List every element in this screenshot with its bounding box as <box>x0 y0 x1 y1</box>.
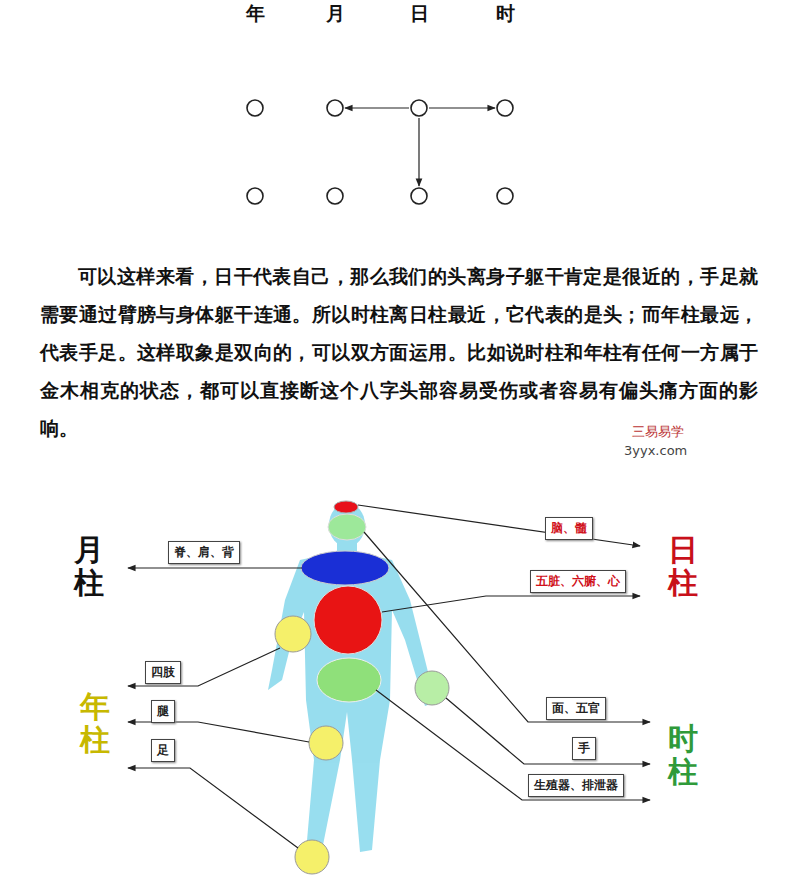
pillar-arrow <box>418 118 419 186</box>
circle-outline <box>326 187 344 205</box>
pillar-heading: 日 <box>410 1 429 27</box>
body-part-box: 面、五官 <box>546 697 606 720</box>
pillar-circle: 时 <box>496 99 514 117</box>
brain-mark <box>334 501 358 513</box>
face-mark <box>328 514 366 540</box>
pillar-label: 日柱 <box>668 533 698 599</box>
body-part-box: 腿 <box>151 700 175 723</box>
pillar-circle: 月 <box>326 99 344 117</box>
organ-mark <box>314 586 382 654</box>
leg-mark <box>309 726 343 760</box>
back-mark <box>301 551 389 585</box>
circle-outline <box>246 99 264 117</box>
body-part-text: 脑、髓 <box>546 520 592 537</box>
circle-outline <box>496 99 514 117</box>
body-part-text: 脊、肩、背 <box>169 544 239 561</box>
body-part-text: 腿 <box>152 703 174 720</box>
body-part-text: 手 <box>573 740 595 757</box>
pillar-heading: 年 <box>246 1 265 27</box>
body-part-box: 四肢 <box>145 661 181 684</box>
pillar-label: 年柱 <box>80 690 110 756</box>
pillar-circle <box>246 187 264 205</box>
pillar-label: 月柱 <box>74 533 104 599</box>
body-silhouette <box>268 503 442 852</box>
circle-outline <box>246 187 264 205</box>
pillar-circle: 日 <box>410 99 428 117</box>
body-part-text: 生殖器、排泄器 <box>529 777 623 794</box>
limb-mark <box>275 616 311 652</box>
circle-outline <box>496 187 514 205</box>
body-part-text: 面、五官 <box>547 700 605 717</box>
pillar-circle: 年 <box>246 99 264 117</box>
circle-outline <box>410 99 428 117</box>
body-part-box: 生殖器、排泄器 <box>528 774 624 797</box>
foot-mark <box>295 840 329 874</box>
pillar-label: 时柱 <box>668 722 698 788</box>
pillar-arrow <box>345 107 409 108</box>
watermark-url: 3yyx.com <box>624 443 687 458</box>
pillar-circle <box>496 187 514 205</box>
body-part-text: 五脏、六腑、心 <box>531 573 625 590</box>
body-part-box: 足 <box>151 739 175 762</box>
body-part-text: 四肢 <box>146 664 180 681</box>
watermark-patch <box>586 418 746 464</box>
body-part-text: 足 <box>152 742 174 759</box>
watermark-text: 三易易学 <box>632 423 684 441</box>
body-part-box: 手 <box>572 737 596 760</box>
circle-outline <box>326 99 344 117</box>
pillar-heading: 时 <box>496 1 515 27</box>
pelvis-mark <box>317 658 381 702</box>
pillar-heading: 月 <box>326 1 345 27</box>
body-part-box: 五脏、六腑、心 <box>530 570 626 593</box>
body-part-box: 脑、髓 <box>545 517 593 540</box>
circle-outline <box>410 187 428 205</box>
body-part-box: 脊、肩、背 <box>168 541 240 564</box>
leader-lines <box>128 505 650 848</box>
pillar-arrow <box>429 107 495 108</box>
pillar-circle <box>410 187 428 205</box>
body-paragraph: 可以这样来看，日干代表自己，那么我们的头离身子躯干肯定是很近的，手足就需要通过臂… <box>40 258 758 448</box>
pillar-circle <box>326 187 344 205</box>
hand-mark <box>415 671 449 705</box>
